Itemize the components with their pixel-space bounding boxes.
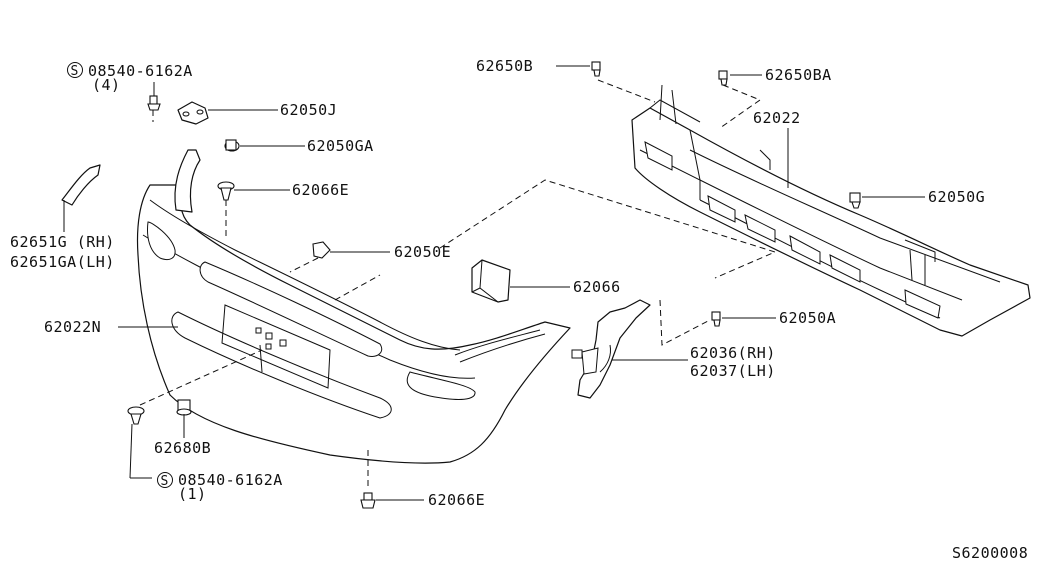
bumper-reinforcement [631, 84, 1031, 337]
callout-62050J: 62050J [280, 101, 337, 119]
fasteners [127, 61, 861, 509]
callout-62066: 62066 [573, 278, 621, 296]
callout-62066E-top: 62066E [292, 181, 349, 199]
energy-absorber [471, 259, 511, 303]
push-clip-icon [127, 406, 145, 425]
bolt-icon [711, 311, 721, 327]
grommet-icon [176, 399, 192, 416]
callout-62680B: 62680B [154, 439, 211, 457]
side-bracket [571, 299, 651, 399]
grommet-icon [224, 139, 240, 152]
callout-bolt-top: 08540-6162A [88, 62, 193, 80]
callout-62050G: 62050G [928, 188, 985, 206]
callout-62050GA: 62050GA [307, 137, 374, 155]
callout-bolt-top-qty: (4) [92, 76, 121, 94]
bolt-icon [718, 70, 728, 86]
callout-62650BA: 62650BA [765, 66, 832, 84]
clip-icon [312, 241, 331, 259]
diagram-code: S6200008 [952, 544, 1028, 562]
callout-62022: 62022 [753, 109, 801, 127]
callout-62022N: 62022N [44, 318, 101, 336]
callout-62650B: 62650B [476, 57, 533, 75]
callout-62050E: 62050E [394, 243, 451, 261]
nut-icon [849, 192, 861, 209]
push-clip-icon [360, 492, 376, 509]
callout-bolt-bottom-qty: (1) [178, 485, 207, 503]
clip-icon [177, 101, 209, 125]
standard-part-symbol-icon [157, 472, 173, 488]
bolt-icon [147, 95, 161, 111]
callout-62036: 62036(RH) [690, 344, 776, 362]
callout-bolt-bottom: 08540-6162A [178, 471, 283, 489]
assembly-lines [139, 79, 777, 490]
push-clip-icon [217, 181, 235, 201]
callout-62651G: 62651G (RH) [10, 233, 115, 251]
side-moulding [61, 164, 101, 206]
callout-62066E-bottom: 62066E [428, 491, 485, 509]
leader-lines [63, 65, 925, 501]
callout-62651GA: 62651GA(LH) [10, 253, 115, 271]
standard-part-symbol: S [71, 64, 79, 79]
bumper-fascia [136, 149, 571, 464]
standard-part-symbol-icon [67, 62, 83, 78]
callout-labels: S 08540-6162A (4) 62050J 62050GA 62066E … [10, 57, 1028, 562]
callout-62050A: 62050A [779, 309, 836, 327]
callout-62037: 62037(LH) [690, 362, 776, 380]
bolt-icon [591, 61, 601, 77]
standard-part-symbol: S [161, 474, 169, 489]
